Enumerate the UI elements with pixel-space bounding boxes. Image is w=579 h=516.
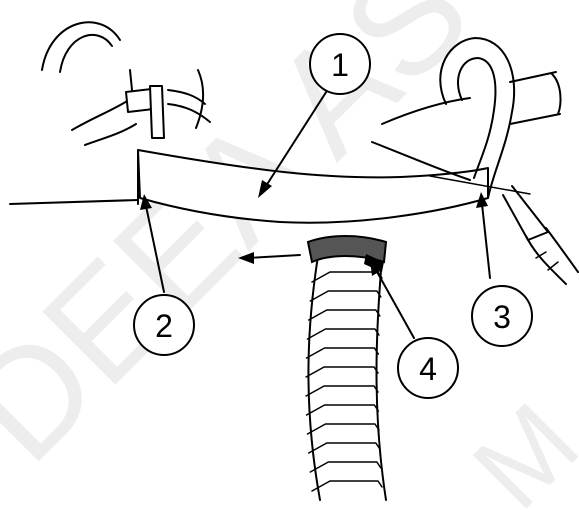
- hose-rib: [309, 443, 380, 453]
- hose-rib: [309, 310, 380, 320]
- hose-rib: [310, 462, 381, 472]
- watermark-corner-text: M: [450, 380, 579, 516]
- hose-rib: [307, 405, 379, 415]
- watermark-text: DEEA AS: [0, 0, 501, 493]
- hose-rib: [306, 386, 378, 396]
- hose-rib: [307, 348, 379, 358]
- callout-1-label: 1: [331, 47, 349, 83]
- upper-pipe-loop: [42, 22, 136, 145]
- hose-rib: [310, 291, 381, 301]
- callout-3-label: 3: [493, 299, 511, 335]
- callout-2: 2: [134, 295, 194, 355]
- hose-ribs: [306, 272, 382, 491]
- callout-1: 1: [310, 34, 370, 94]
- callout-2-label: 2: [155, 308, 173, 344]
- hose-rib: [312, 481, 382, 491]
- callout-4: 4: [398, 338, 458, 398]
- corrugated-hose: [306, 256, 386, 500]
- callout-4-label: 4: [419, 351, 437, 387]
- callout-3: 3: [472, 286, 532, 346]
- hose-rib: [312, 272, 382, 282]
- hose-rib: [307, 424, 379, 434]
- probe-tool: [503, 186, 578, 284]
- hose-rib: [307, 329, 379, 339]
- hose-rib: [306, 367, 378, 377]
